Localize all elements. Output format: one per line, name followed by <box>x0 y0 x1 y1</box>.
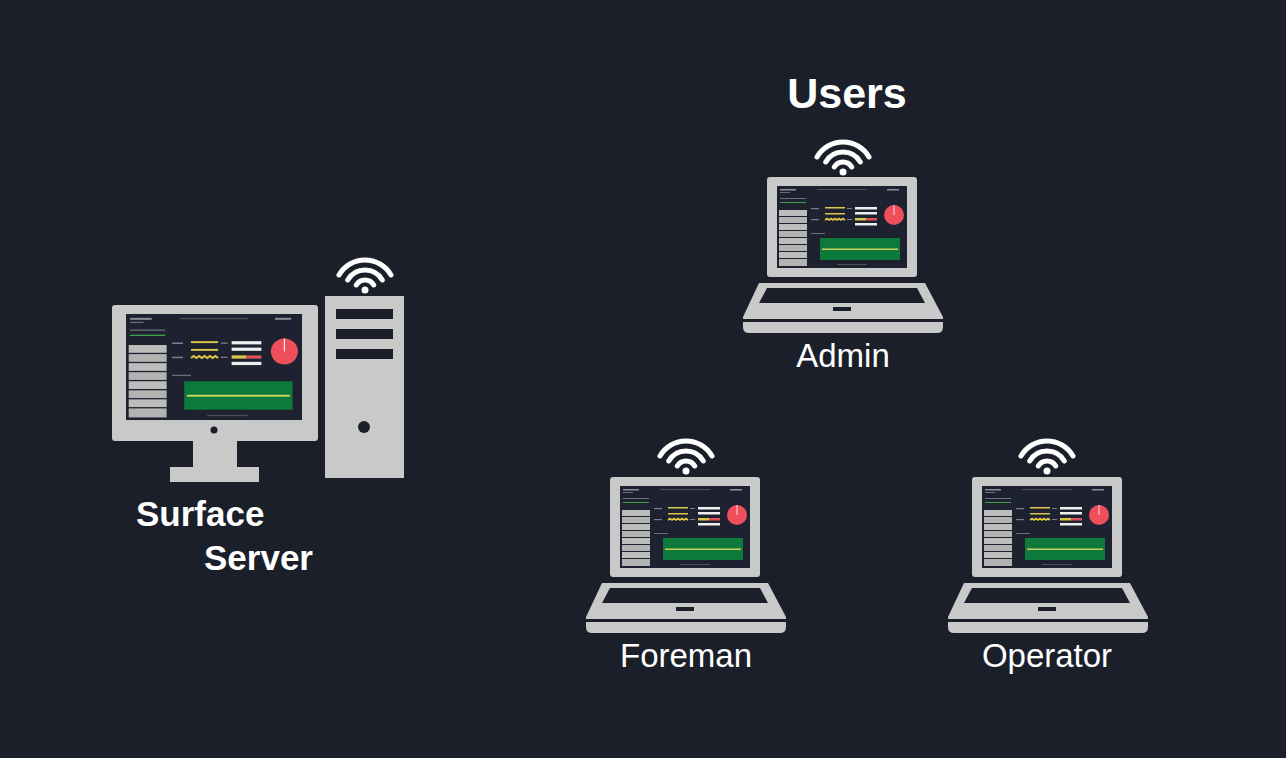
laptop-icon <box>743 177 943 333</box>
wifi-symbol <box>817 142 869 176</box>
laptop-icon <box>586 477 786 633</box>
server-node: Surface Server <box>112 255 412 585</box>
node-label: Surface Server <box>136 492 330 580</box>
user-laptop-node: Operator <box>947 438 1147 678</box>
node-label: Admin <box>743 336 943 376</box>
node-label: Foreman <box>586 636 786 676</box>
user-laptop-node: Admin <box>743 138 943 378</box>
wifi-symbol <box>660 441 712 475</box>
server-tower <box>325 296 404 478</box>
server-monitor <box>112 305 318 482</box>
user-laptop-node: Foreman <box>586 438 786 678</box>
laptop-icon <box>948 477 1148 633</box>
wifi-symbol <box>1021 441 1073 475</box>
node-label: Operator <box>947 636 1147 676</box>
wifi-symbol <box>339 260 391 294</box>
group-heading: Users <box>747 68 947 118</box>
